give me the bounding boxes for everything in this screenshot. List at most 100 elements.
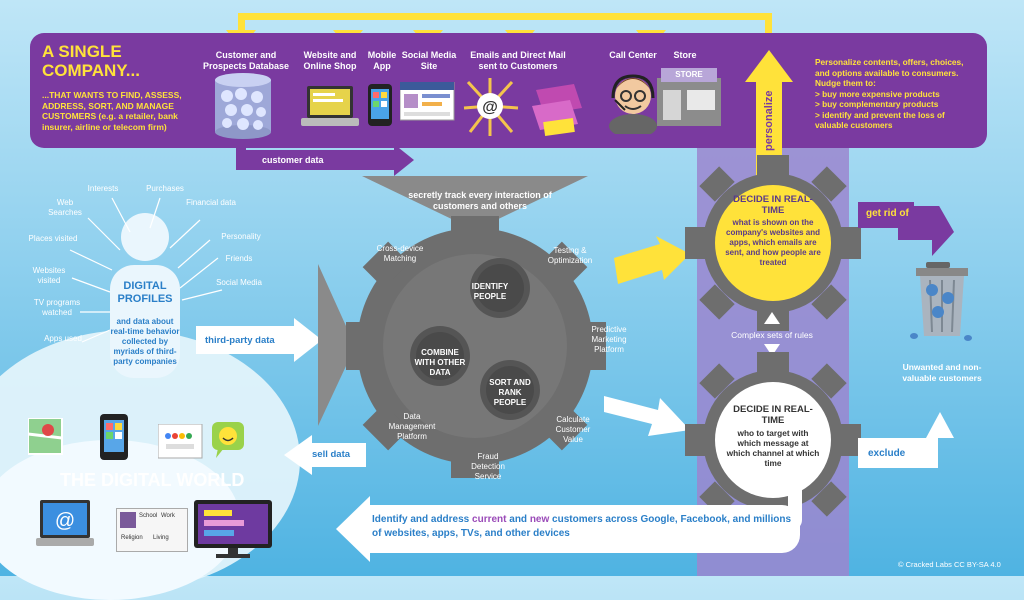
laptop-icon: [301, 86, 359, 126]
smartphone-icon: [368, 84, 392, 126]
trash-label: Unwanted and non-valuable customers: [902, 362, 982, 383]
gear-sort-rank: SORT AND RANK PEOPLE: [489, 378, 531, 407]
tv-icon: [194, 500, 272, 558]
third-party-data-label: third-party data: [205, 335, 275, 346]
chat-emoji-icon: [212, 422, 244, 458]
machine-label-customer-value: Calculate Customer Value: [555, 415, 591, 444]
machine-label-dmp: Data Management Platform: [388, 412, 436, 441]
third-party-arrowhead-icon: [294, 318, 322, 362]
yellow-loop-line: [238, 13, 772, 20]
customer-data-arrowhead-icon: [394, 144, 414, 176]
card-living: Living: [153, 535, 169, 541]
social-media-icon: [400, 82, 455, 121]
store-sign: STORE: [661, 68, 717, 82]
digital-profiles-description: and data about real-time behavior collec…: [110, 317, 180, 366]
trash-can-icon: [910, 262, 972, 341]
company-subtitle: ...THAT WANTS TO FIND, ASSESS, ADDRESS, …: [42, 90, 182, 132]
category-apps-used: Apps used: [44, 334, 82, 343]
decide-top-title: DECIDE IN REAL-TIME: [733, 194, 813, 216]
company-title-line2: COMPANY...: [42, 61, 140, 80]
gear-combine-data: COMBINE WITH OTHER DATA: [414, 348, 466, 377]
profile-category-lines: [69, 197, 223, 343]
yellow-loop-left: [238, 13, 245, 41]
bottom-message-arrow-rise: [788, 460, 802, 530]
category-friends: Friends: [225, 254, 253, 263]
sell-data-arrow: [310, 443, 366, 467]
personalize-item: > buy more expensive products: [815, 88, 940, 99]
database-label: Customer and Prospects Database: [202, 50, 290, 71]
card-school: School: [139, 513, 158, 519]
category-personality: Personality: [221, 232, 261, 241]
svg-text:@: @: [482, 99, 498, 116]
decide-bottom-title: DECIDE IN REAL-TIME: [733, 404, 813, 426]
store-icon: STORE: [657, 68, 721, 126]
search-engine-icon: [158, 424, 203, 459]
mobile-label: Mobile App: [367, 50, 397, 71]
call-center-agent-icon: [609, 74, 657, 134]
digital-world-title: THE DIGITAL WORLD: [60, 470, 245, 490]
personalize-arrowhead-icon: [745, 50, 793, 82]
direct-mail-icon: [532, 84, 582, 137]
bottom-message-current: current: [472, 514, 507, 525]
callcenter-label: Call Center: [609, 50, 657, 60]
bottom-message-new: new: [529, 514, 550, 525]
machine-label-predictive: Predictive Marketing Platform: [591, 325, 627, 354]
credit-text: © Cracked Labs CC BY-SA 4.0: [898, 560, 1001, 569]
card-religion: Religion: [121, 535, 143, 541]
website-label: Website and Online Shop: [303, 50, 357, 71]
decide-bottom-gear: [685, 352, 861, 528]
category-interests: Interests: [87, 184, 119, 193]
store-label: Store: [673, 50, 697, 60]
customer-data-arrow: [236, 150, 396, 170]
category-tv-programs: TV programs watched: [33, 298, 81, 317]
map-app-icon: [28, 418, 63, 455]
to-decide-arrow-icon: [614, 236, 690, 284]
profile-card: School Work Religion Living: [116, 508, 188, 552]
bottom-message: Identify and address current and new cus…: [372, 513, 792, 541]
bottom-message-arrow: [366, 505, 800, 553]
machine-label-testing: Testing & Optimization: [547, 246, 593, 265]
personalize-item: > identify and prevent the loss of valua…: [815, 109, 945, 131]
category-financial-data: Financial data: [186, 198, 236, 207]
personalize-label: personalize: [763, 90, 775, 151]
bottom-message-part1: Identify and address: [372, 514, 473, 525]
digital-profiles-title: DIGITAL PROFILES: [117, 280, 173, 305]
bottom-message-arrowhead-icon: [336, 496, 370, 562]
customer-data-label: customer data: [262, 155, 324, 165]
tracking-machine: [318, 176, 606, 478]
tablet-phone-icon: [100, 414, 128, 460]
personalize-text: Personalize contents, offers, choices, a…: [815, 57, 980, 131]
category-social-media: Social Media: [216, 278, 262, 287]
gear-identify-people: IDENTIFY PEOPLE: [471, 282, 509, 301]
bottom-message-part2: customers across Google, Facebook, and m…: [372, 514, 792, 539]
card-work: Work: [161, 513, 175, 519]
rules-up-arrow-icon: [764, 312, 780, 324]
email-burst-icon: @: [463, 78, 519, 136]
category-web-searches: Web Searches: [48, 198, 82, 217]
decide-bottom-text: who to target with which message at whic…: [726, 428, 820, 468]
person-silhouette-icon: [110, 213, 180, 378]
bottom-message-and: and: [506, 514, 530, 525]
email-laptop-icon: @: [36, 500, 94, 546]
yellow-loop-right: [765, 13, 772, 43]
company-title: A SINGLE COMPANY...: [42, 42, 140, 80]
svg-text:@: @: [55, 510, 75, 532]
rules-label: Complex sets of rules: [731, 330, 813, 340]
personalize-item: > buy complementary products: [815, 99, 939, 109]
machine-label-cross-device: Cross-device Matching: [376, 244, 424, 263]
machine-label-fraud: Fraud Detection Service: [471, 452, 505, 481]
social-label: Social Media Site: [401, 50, 457, 71]
sell-data-arrowhead-icon: [284, 435, 312, 475]
sell-data-label: sell data: [312, 449, 351, 460]
company-title-line1: A SINGLE: [42, 42, 122, 61]
category-purchases: Purchases: [146, 184, 184, 193]
category-places-visited: Places visited: [28, 234, 78, 243]
rules-down-arrow-icon: [764, 344, 780, 356]
to-decide-bottom-arrow-icon: [604, 396, 690, 436]
get-rid-of-arrowhead-icon: [898, 206, 954, 256]
exclude-arrowhead-icon: [910, 412, 954, 468]
get-rid-of-label: get rid of: [866, 208, 909, 219]
third-party-data-arrow: [196, 326, 296, 354]
exclude-label: exclude: [868, 448, 906, 459]
database-icon: [215, 73, 271, 139]
